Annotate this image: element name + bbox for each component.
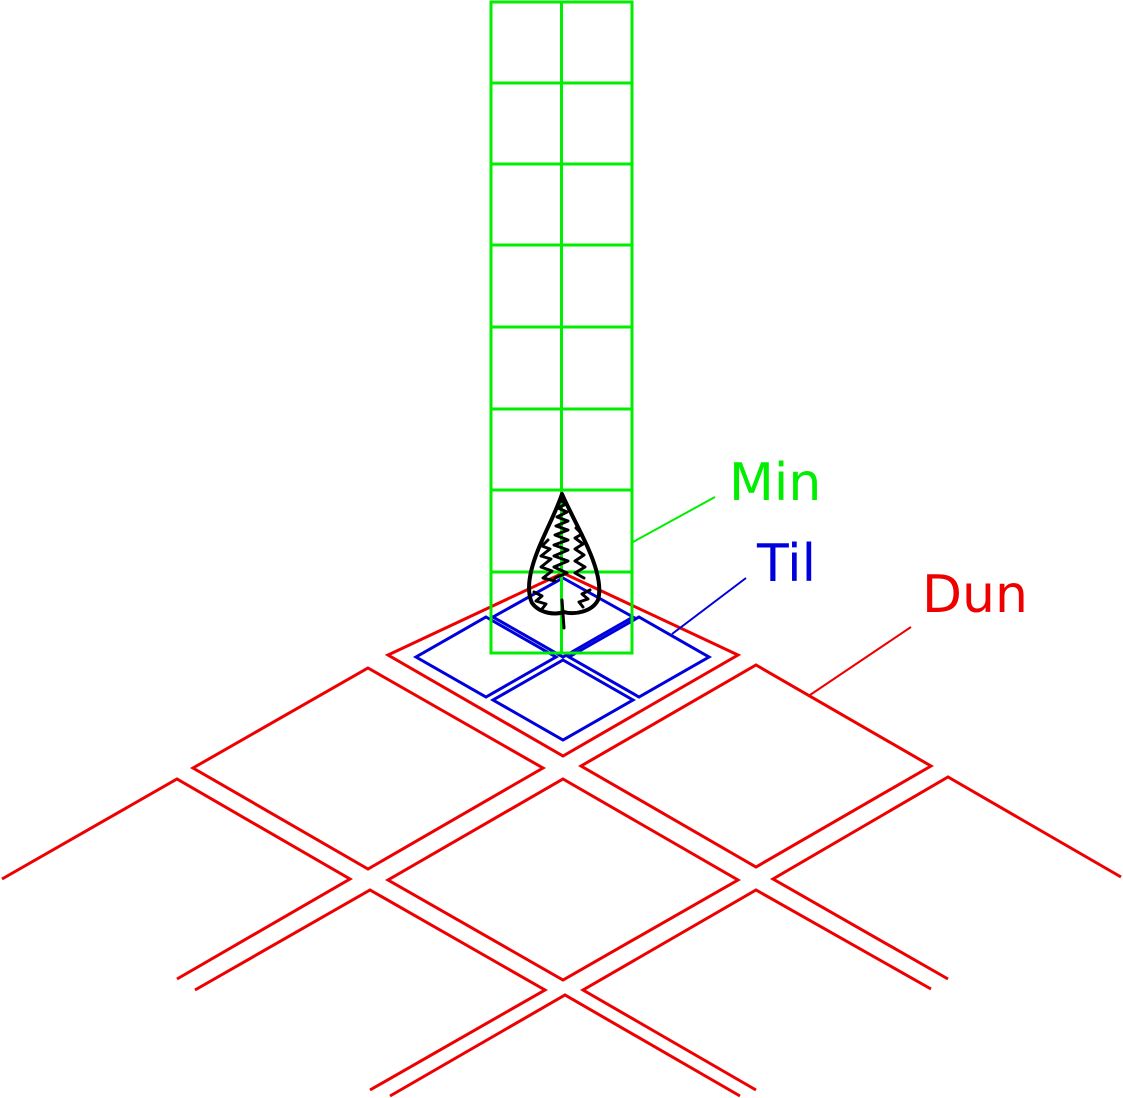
min-label: Min [729, 453, 821, 513]
dun-tile-far-right [769, 775, 1122, 981]
dun-tile-right [577, 663, 935, 869]
dun-grid [1, 571, 1122, 1098]
dun-tile-far-left [1, 777, 353, 981]
dun-tile-left [189, 666, 547, 871]
dun-tile-lower-left [194, 888, 549, 1092]
til-tile-left [412, 615, 560, 699]
tree-icon [527, 492, 602, 630]
dun-label: Dun [922, 565, 1028, 625]
dun-leader-line [809, 626, 912, 696]
til-leader-line [671, 577, 747, 635]
til-tile-top [489, 576, 637, 659]
til-label: Til [756, 534, 816, 594]
min-leader-line [632, 496, 716, 543]
dun-tile-bottom-partial [389, 993, 741, 1098]
til-grid [412, 576, 713, 742]
dun-tile-lower-right [580, 888, 932, 1092]
til-tile-bottom [489, 658, 637, 742]
til-tile-right [565, 615, 713, 699]
min-column [489, 0, 634, 655]
dun-tile-bottom [384, 777, 742, 982]
